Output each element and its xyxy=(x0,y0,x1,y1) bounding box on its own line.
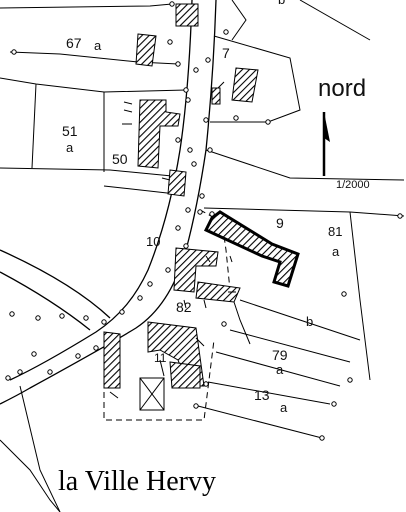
shed xyxy=(139,377,165,411)
parcel-81-number[interactable]: 81 xyxy=(328,224,342,239)
boundary-node xyxy=(397,213,403,219)
parcel-67-number[interactable]: 67 xyxy=(66,35,82,51)
boundary-node xyxy=(119,309,125,315)
place-name: la Ville Hervy xyxy=(58,466,216,497)
north-arrow xyxy=(322,112,330,176)
parcel-51-letter: a xyxy=(66,140,74,155)
parcel-67-letter: a xyxy=(94,38,102,53)
parcel-b2-letter: b xyxy=(306,314,313,329)
boundary-node xyxy=(5,375,11,381)
boundary-node xyxy=(221,321,227,327)
parcel-9-number[interactable]: 9 xyxy=(276,215,284,231)
boundary-node xyxy=(175,225,181,231)
north-label: nord xyxy=(318,75,366,102)
parcel-82-number[interactable]: 82 xyxy=(176,299,192,315)
boundary-node xyxy=(167,39,173,45)
boundary-node xyxy=(319,435,325,441)
boundary-node xyxy=(31,351,37,357)
boundary-nodes xyxy=(5,1,403,441)
boundary-node xyxy=(175,61,181,67)
boundary-node xyxy=(175,137,181,143)
boundary-node xyxy=(17,369,23,375)
boundary-node xyxy=(203,381,209,387)
scale-label: 1/2000 xyxy=(336,179,370,191)
entrance-marks xyxy=(109,81,236,399)
boundary-node xyxy=(207,147,213,153)
boundary-node xyxy=(265,119,271,125)
parcel-81-letter: a xyxy=(332,244,340,259)
boundary-node xyxy=(193,67,199,73)
boundary-node xyxy=(183,243,189,249)
boundary-node xyxy=(199,193,205,199)
boundary-node xyxy=(193,403,199,409)
boundary-node xyxy=(169,1,175,7)
boundary-node xyxy=(147,281,153,287)
boundary-node xyxy=(165,267,171,273)
parcel-79-letter: a xyxy=(276,362,284,377)
boundary-node xyxy=(35,315,41,321)
boundary-node xyxy=(137,295,143,301)
boundary-node xyxy=(203,117,209,123)
parcel-11-number[interactable]: 11 xyxy=(154,351,167,365)
boundary-node xyxy=(223,29,229,35)
boundary-node xyxy=(101,319,107,325)
boundary-node xyxy=(341,291,347,297)
boundary-node xyxy=(9,311,15,317)
parcel-b1-letter: b xyxy=(278,0,285,7)
boundary-node xyxy=(59,313,65,319)
boundary-node xyxy=(183,87,189,93)
boundary-node xyxy=(83,315,89,321)
boundary-node xyxy=(205,57,211,63)
boundary-node xyxy=(191,161,197,167)
buildings xyxy=(103,3,259,389)
highlight-building[interactable] xyxy=(203,210,300,288)
parcel-13-number[interactable]: 13 xyxy=(254,387,270,403)
parcel-13-letter: a xyxy=(280,400,288,415)
dashed-boundaries xyxy=(103,209,231,421)
parcel-7-number[interactable]: 7 xyxy=(222,45,230,61)
parcel-51-number[interactable]: 51 xyxy=(62,123,78,139)
parcel-10-number[interactable]: 10 xyxy=(146,234,160,249)
boundary-node xyxy=(233,115,239,121)
boundary-node xyxy=(185,207,191,213)
boundary-node xyxy=(347,377,353,383)
parcel-79-number[interactable]: 79 xyxy=(272,347,288,363)
boundary-node xyxy=(187,147,193,153)
boundary-node xyxy=(47,369,53,375)
parcel-labels: 67 a 7 51 a 50 10 9 81 a 82 b b 79 a 11 … xyxy=(62,0,342,415)
boundary-node xyxy=(197,209,203,215)
boundary-node xyxy=(185,97,191,103)
parcel-50-number[interactable]: 50 xyxy=(112,151,128,167)
side-road xyxy=(0,249,111,331)
boundary-node xyxy=(331,401,337,407)
boundary-node xyxy=(75,353,81,359)
boundary-node xyxy=(93,345,99,351)
boundary-node xyxy=(11,49,17,55)
